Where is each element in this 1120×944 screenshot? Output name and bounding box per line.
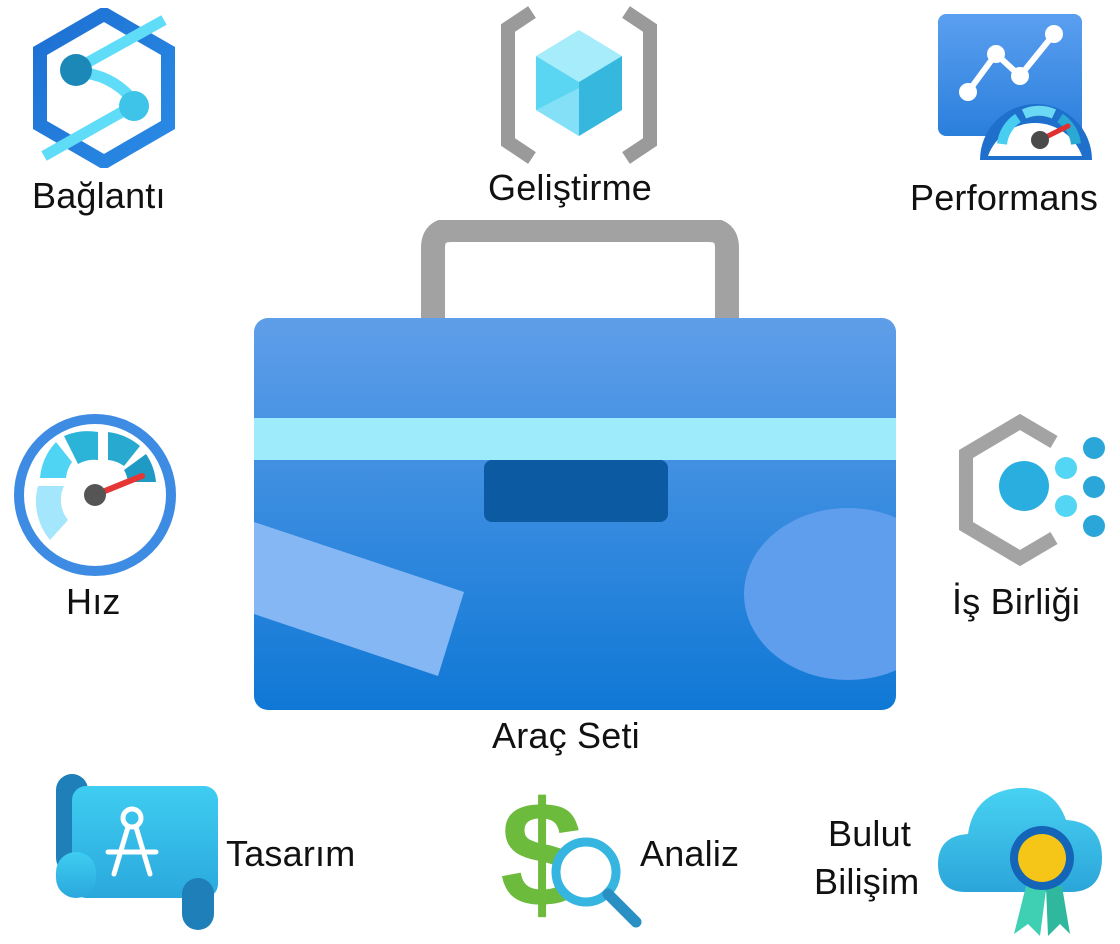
node-hiz: Hız [0, 400, 200, 630]
node-label-line1: Bulut [828, 813, 912, 854]
node-label: Hız [66, 581, 121, 622]
dollar-magnifier-icon: $ [500, 770, 642, 934]
node-label: Analiz [640, 833, 740, 874]
toolbox-icon [254, 220, 896, 710]
node-bulut-bilisim: Bulut Bilişim [800, 770, 1120, 944]
hexagon-connection-icon [33, 8, 175, 168]
node-is-birligi: İş Birliği [930, 400, 1120, 630]
chart-gauge-icon [938, 14, 1092, 160]
node-analiz: $ Analiz [480, 760, 780, 940]
blueprint-compass-icon [56, 774, 218, 930]
hexagon-dots-icon [959, 413, 1105, 567]
node-gelistirme: Geliştirme [470, 0, 690, 220]
node-performans: Performans [900, 0, 1120, 230]
cube-brackets-icon [501, 6, 657, 164]
cloud-badge-icon [938, 787, 1102, 936]
center-label: Araç Seti [492, 715, 640, 756]
node-label: Geliştirme [488, 167, 653, 208]
node-tasarim: Tasarım [40, 760, 380, 940]
speedometer-icon [14, 414, 176, 576]
node-label: İş Birliği [952, 581, 1081, 622]
node-baglanti: Bağlantı [0, 0, 220, 230]
node-label: Performans [910, 177, 1099, 218]
node-label-line2: Bilişim [814, 861, 920, 902]
node-arac-seti: Araç Seti [250, 220, 900, 765]
node-label: Tasarım [226, 833, 356, 874]
node-label: Bağlantı [32, 175, 166, 216]
